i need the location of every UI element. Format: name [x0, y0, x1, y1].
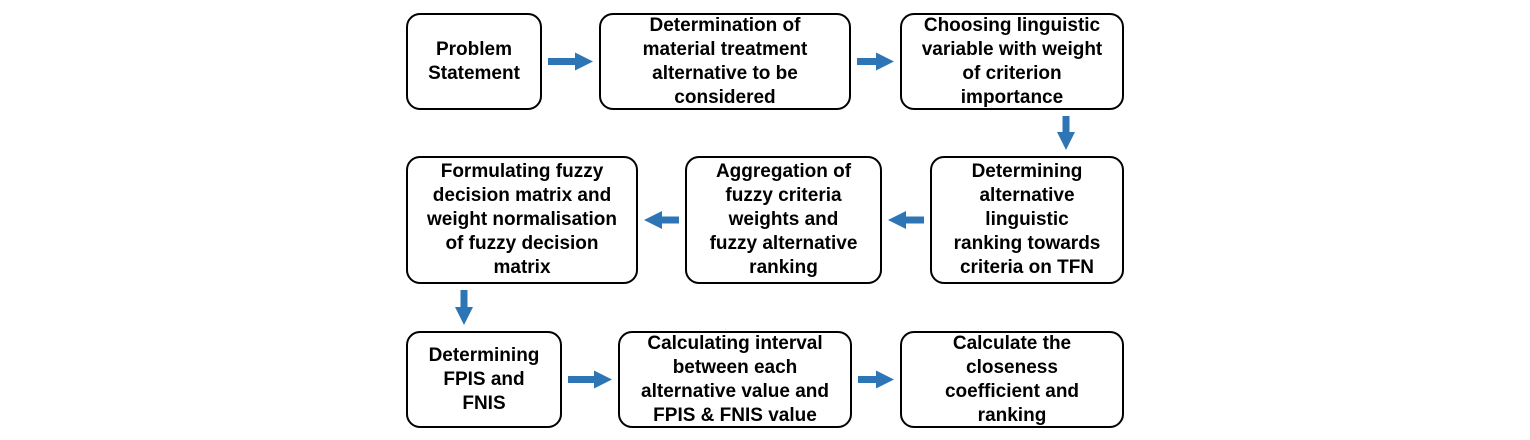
node-determination-of-alternatives: Determination of material treatment alte… [599, 13, 851, 110]
node-formulating-fuzzy-matrix: Formulating fuzzy decision matrix and we… [406, 156, 638, 284]
node-label: Calculate the closeness coefficient and … [944, 332, 1080, 426]
node-determining-fpis-fnis: Determining FPIS and FNIS [406, 331, 562, 428]
node-aggregation-of-weights: Aggregation of fuzzy criteria weights an… [685, 156, 882, 284]
node-label: Choosing linguistic variable with weight… [921, 14, 1103, 108]
node-label: Determining alternative linguistic ranki… [953, 161, 1101, 278]
flow-arrow [548, 52, 593, 71]
flow-arrow [1057, 116, 1075, 150]
node-label: Aggregation of fuzzy criteria weights an… [709, 161, 858, 278]
node-determining-alternative-ranking: Determining alternative linguistic ranki… [930, 156, 1124, 284]
node-label: Problem Statement [428, 38, 520, 84]
node-calculating-interval: Calculating interval between each altern… [618, 331, 852, 428]
node-label: Calculating interval between each altern… [641, 332, 829, 426]
node-choosing-linguistic-variable: Choosing linguistic variable with weight… [900, 13, 1124, 110]
node-label: Determination of material treatment alte… [642, 14, 808, 108]
flow-arrow [857, 52, 894, 71]
node-closeness-coefficient: Calculate the closeness coefficient and … [900, 331, 1124, 428]
flow-arrow [888, 211, 924, 229]
flow-arrow [455, 290, 473, 325]
flow-arrow [568, 370, 612, 389]
flow-arrow [858, 370, 894, 389]
node-label: Determining FPIS and FNIS [428, 344, 540, 414]
node-problem-statement: Problem Statement [406, 13, 542, 110]
flow-arrow [644, 211, 679, 229]
node-label: Formulating fuzzy decision matrix and we… [426, 161, 618, 278]
